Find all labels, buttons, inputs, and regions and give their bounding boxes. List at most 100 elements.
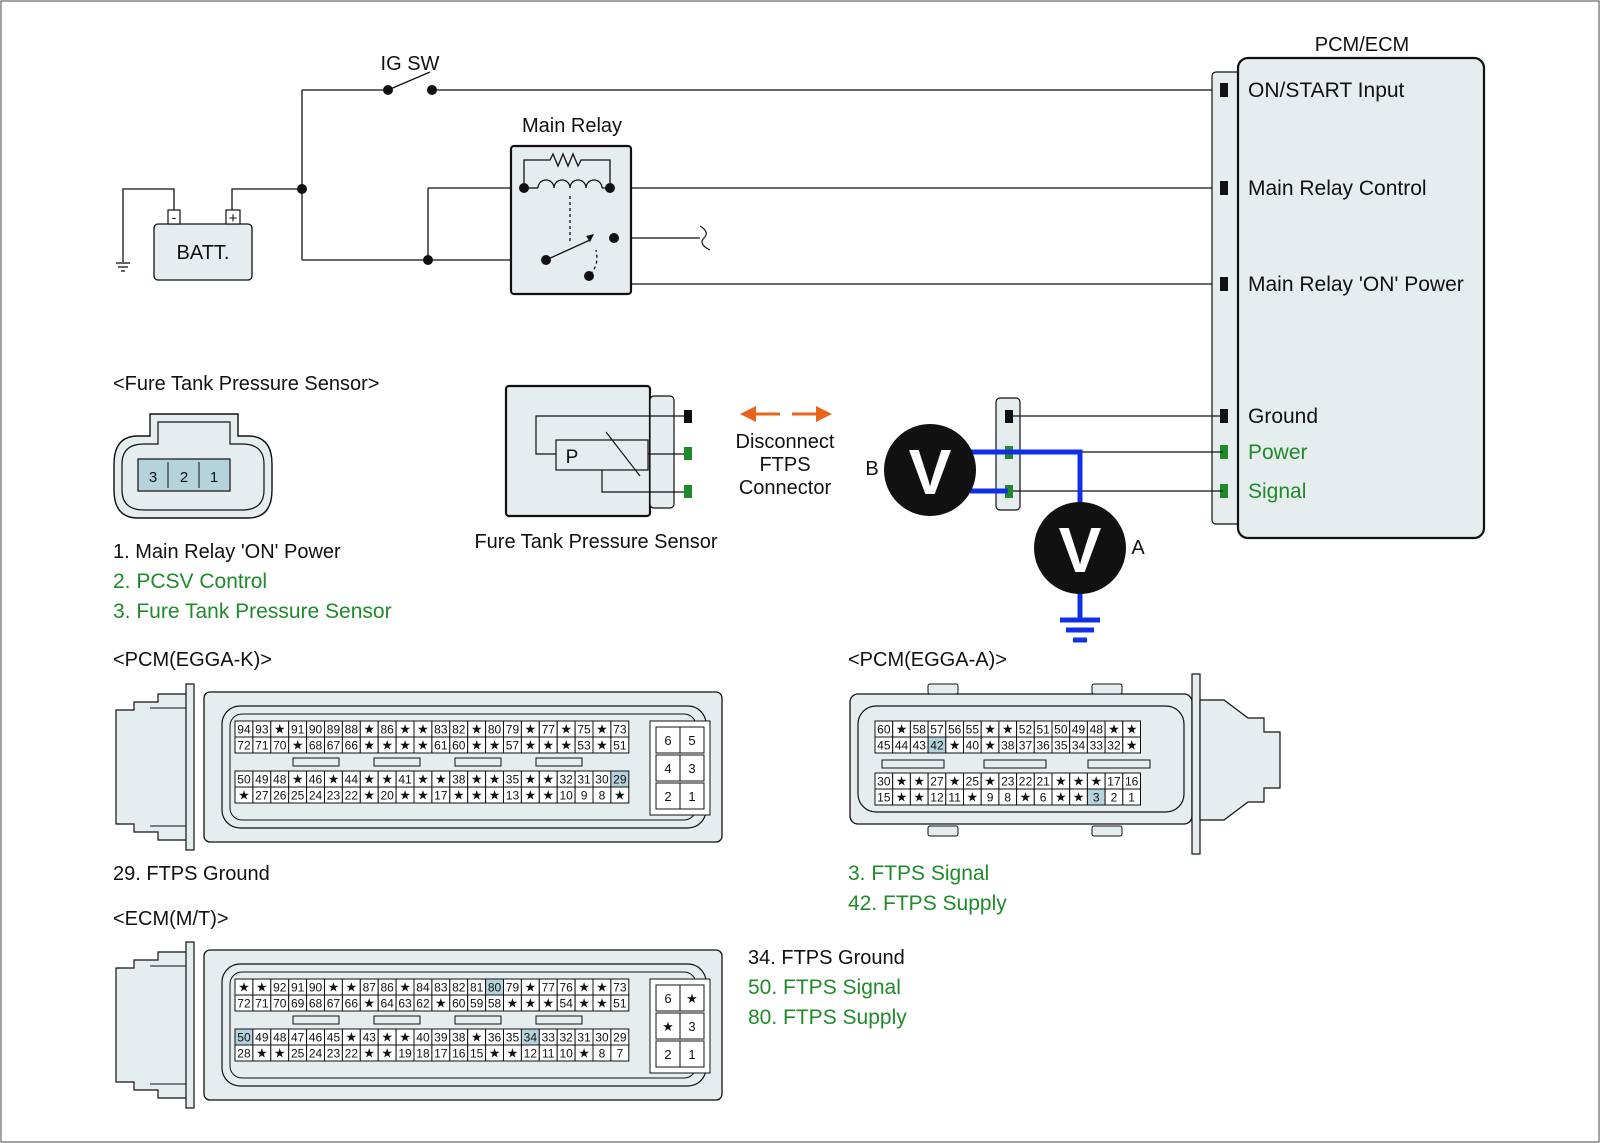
pin-number: 82 [452,723,466,737]
pin-number: ★ [471,772,483,787]
pin-number: 29 [613,773,627,787]
side-pin-cell [655,1040,681,1068]
pin-number: ★ [1020,790,1032,805]
latch-tab [1091,825,1123,837]
pin-number: 94 [237,723,251,737]
pin-number: 7 [617,1047,624,1061]
side-pin-number: 3 [688,1019,695,1034]
junction-dots [297,85,437,265]
ig-switch-label: IG SW [381,53,440,75]
pin-number: 40 [966,739,980,753]
pin-number: 50 [237,773,251,787]
pin-number: ★ [896,722,908,737]
pin-number: 29 [613,1031,627,1045]
pin-number: 75 [577,723,591,737]
pin-number: 58 [488,997,502,1011]
pin-number: 35 [506,1031,520,1045]
pin-number: ★ [525,980,537,995]
sensor-pin-number: 1 [210,469,218,486]
pin-cell [610,786,630,804]
pin-number: ★ [525,722,537,737]
pin-number: ★ [381,738,393,753]
pcm-a-legend-1: 3. FTPS Signal [848,862,989,885]
key-slot [292,1015,340,1025]
pin-number: 76 [559,981,573,995]
battery-box [153,223,253,281]
sensor-pin-green-1 [684,447,692,460]
pin-number: 44 [895,739,909,753]
pin-number: 36 [488,1031,502,1045]
connector-plug [115,693,191,841]
pin-cell [610,736,630,754]
key-slot [535,1015,583,1025]
pcm-k-heading: <PCM(EGGA-K)> [113,649,272,671]
pin-number: ★ [471,1030,483,1045]
side-pin-cell [679,726,705,754]
pin-number: 1 [1128,791,1135,805]
sensor-pin-number: 2 [180,469,188,486]
pin-number: ★ [417,722,429,737]
pin-number: 44 [345,773,359,787]
pin-number: 54 [559,997,573,1011]
pin-number: 38 [1001,739,1015,753]
pin-number: 77 [542,981,556,995]
pin-number: 11 [948,791,961,805]
battery-plus-terminal [225,209,241,225]
pin-number: 25 [966,775,980,789]
side-pin-number: ★ [662,1019,674,1034]
pin-number: 68 [309,739,323,753]
side-pin-number: 1 [688,789,695,804]
pin-number: ★ [292,738,304,753]
pin-number: 42 [930,739,944,753]
pcm-terminal-pin [1220,445,1228,459]
pcm-terminal-label: Main Relay 'ON' Power [1248,273,1464,296]
relay-coil-icon [523,152,611,279]
pin-number: 57 [506,739,520,753]
pin-number: 91 [291,723,305,737]
pin-number: 30 [595,1031,609,1045]
pin-number: 23 [327,1047,341,1061]
pin-number: 63 [398,997,412,1011]
pin-number: 48 [273,1031,287,1045]
pin-number: ★ [435,772,447,787]
pin-number: ★ [578,1046,590,1061]
side-pin-number: 1 [688,1047,695,1062]
latch-tab [927,683,959,695]
pin-number: 34 [1072,739,1086,753]
pin-number: ★ [525,738,537,753]
wire-break-mark [699,225,711,251]
pin-number: ★ [525,788,537,803]
pin-number: 48 [1090,723,1104,737]
pin-number: ★ [1055,790,1067,805]
key-slot [454,757,502,767]
pin-number: 10 [559,789,573,803]
pin-number: ★ [417,772,429,787]
pin-number: 43 [913,739,927,753]
side-pin-number: 4 [664,761,671,776]
pin-number: 17 [1107,775,1121,789]
pin-number: 26 [273,789,287,803]
pin-number: 52 [1019,723,1033,737]
pin-number: 62 [416,997,430,1011]
pin-number: ★ [453,788,465,803]
pin-number: ★ [238,980,250,995]
wiring-lines [116,71,1223,285]
pin-number: 30 [595,773,609,787]
pin-number: 82 [452,981,466,995]
pin-number: ★ [896,774,908,789]
pin-number: 80 [488,981,502,995]
pin-number: 31 [577,1031,591,1045]
pin-number: ★ [542,738,554,753]
pcm-terminal-pin [1220,409,1228,423]
pin-number: 40 [416,1031,430,1045]
battery-minus-terminal [167,209,181,225]
pin-number: 49 [255,773,269,787]
pin-number: 32 [559,1031,573,1045]
pin-number: ★ [399,722,411,737]
pin-number: 22 [345,789,359,803]
pin-number: ★ [363,772,375,787]
pin-number: ★ [542,996,554,1011]
pin-number: ★ [346,1030,358,1045]
